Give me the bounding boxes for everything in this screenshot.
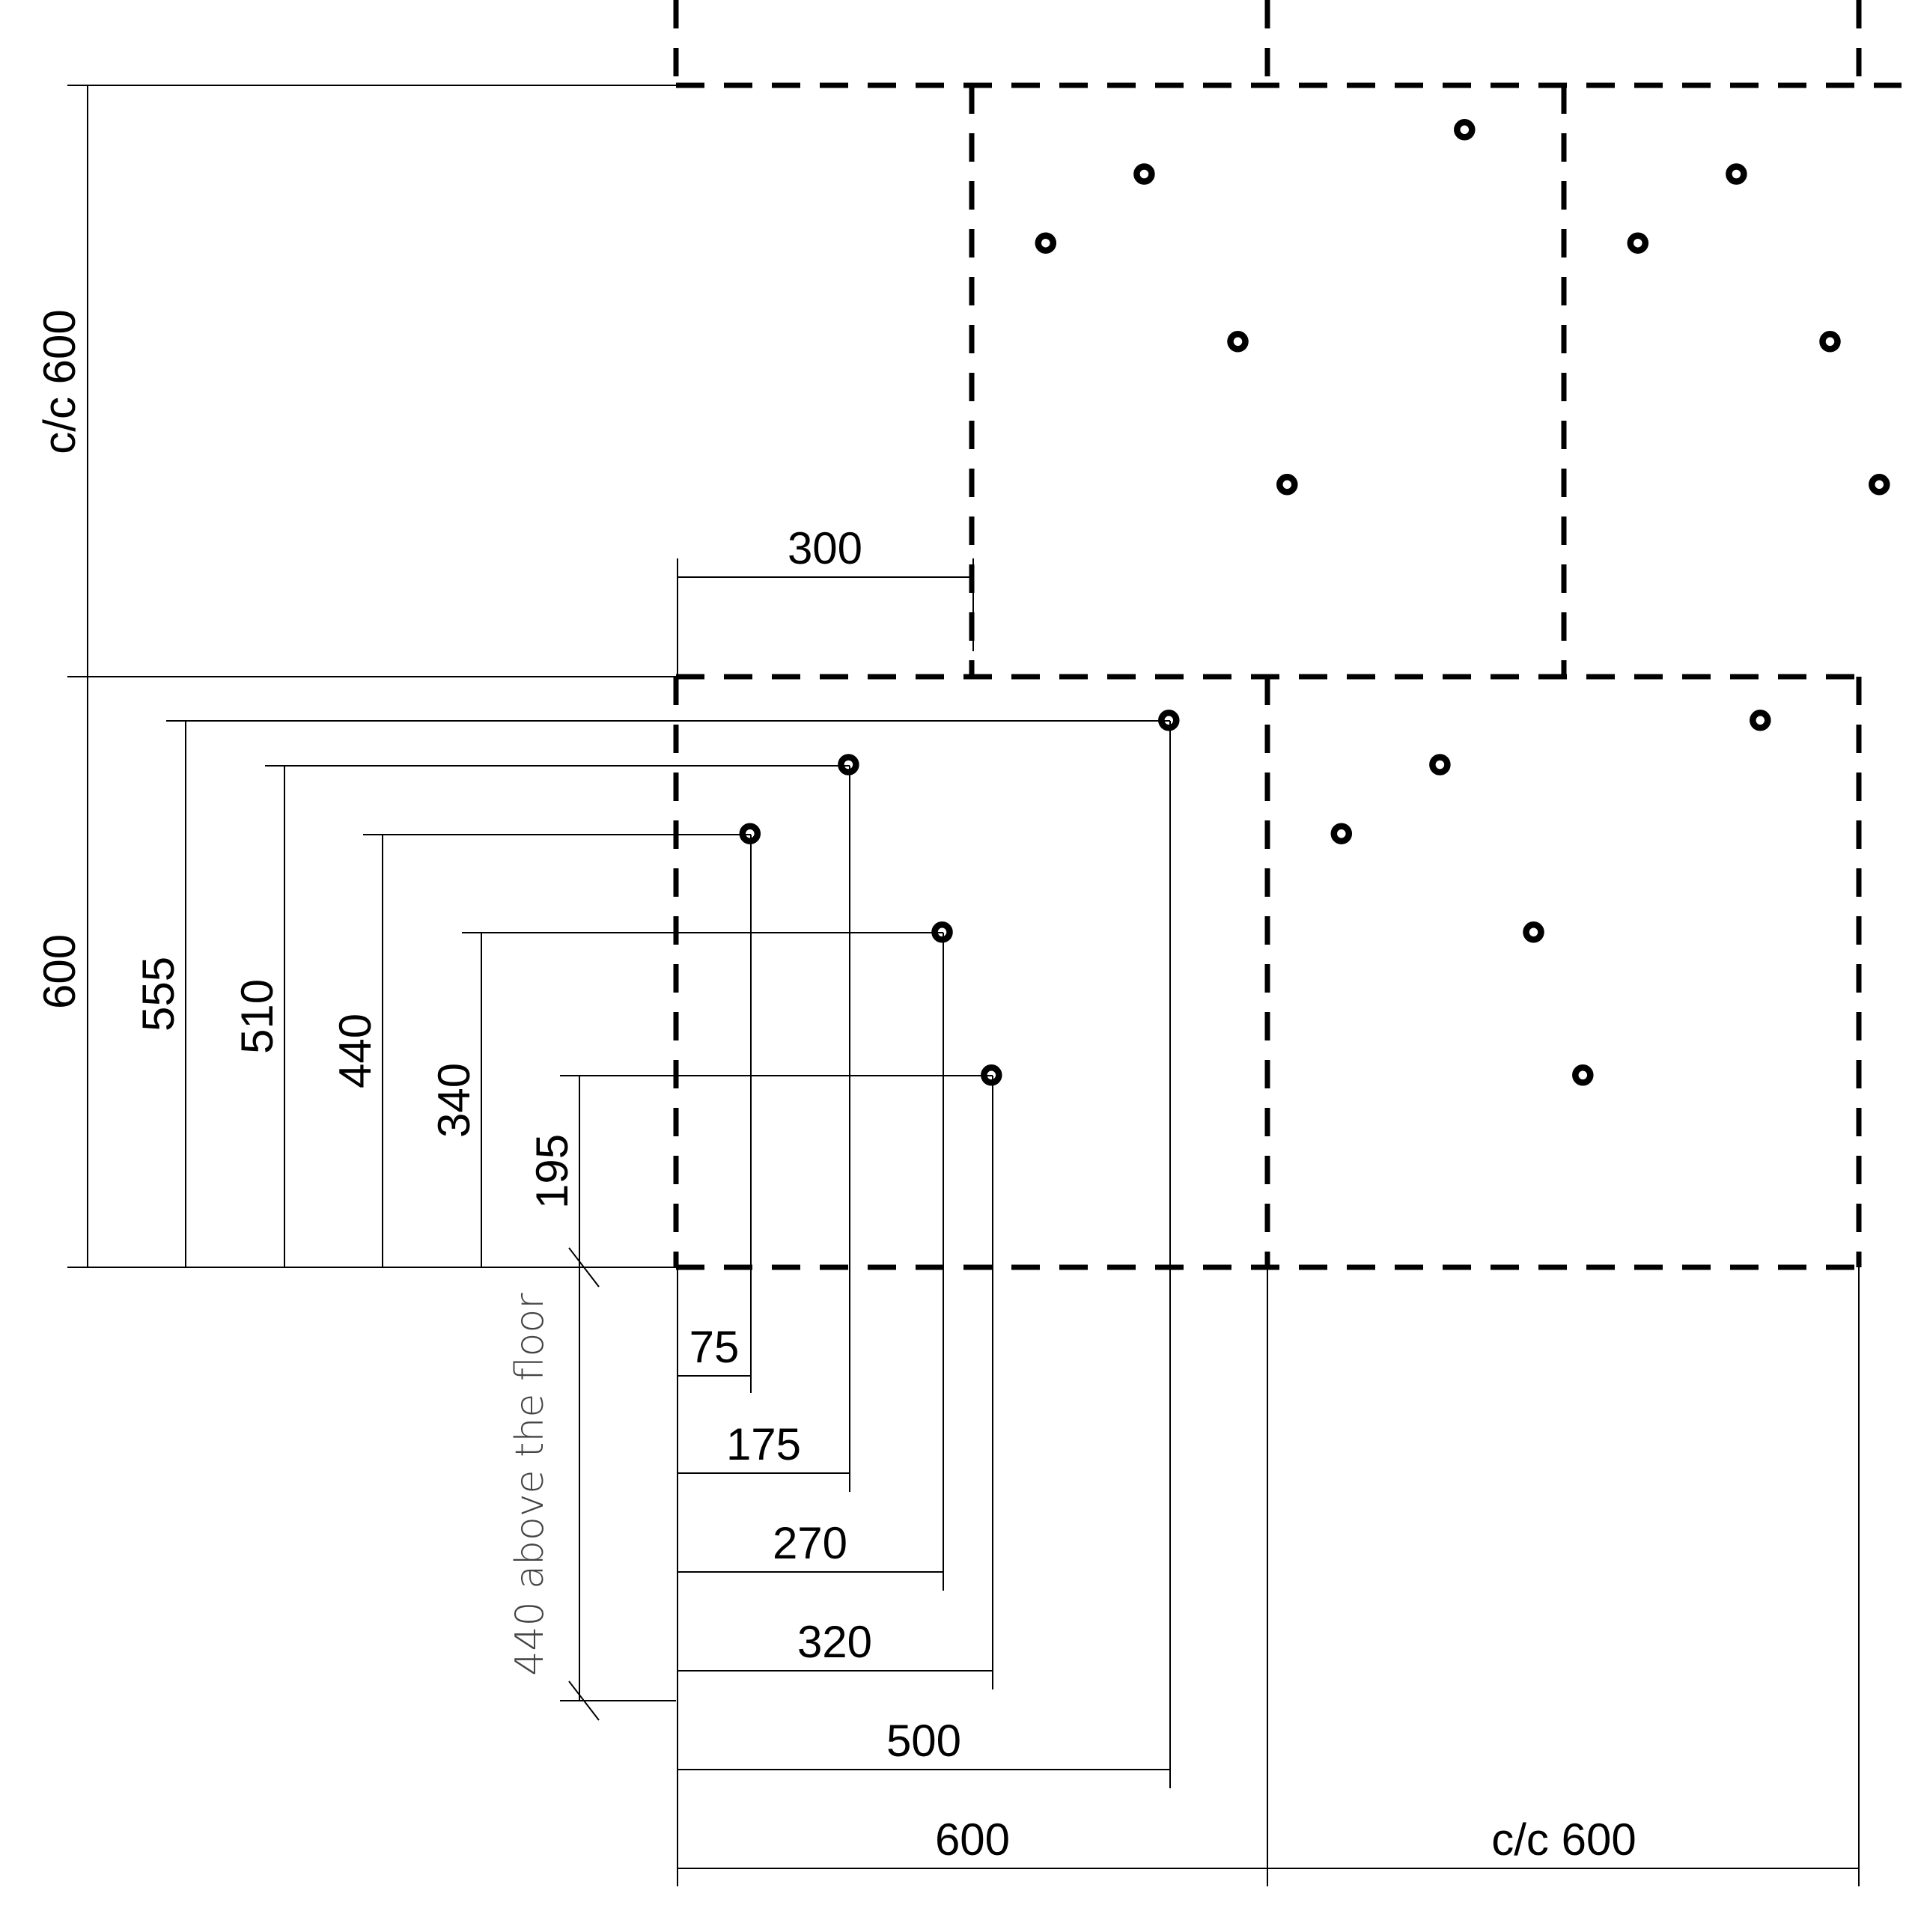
panel-bottom-right-hole-5 <box>1750 710 1771 731</box>
label-340: 340 <box>429 1063 479 1138</box>
panel-bottom-left-hole-2 <box>838 754 859 775</box>
dimension-lines <box>67 85 1860 1886</box>
panel-bottom-right-hole-1 <box>1330 823 1353 844</box>
panel-mid-right-hole-2 <box>1726 163 1747 185</box>
panel-mid-right-hole-1 <box>1627 232 1649 254</box>
label-300: 300 <box>788 523 862 573</box>
panel-mid-left-hole-2 <box>1133 163 1155 185</box>
panel-bottom-right-hole-4 <box>1572 1064 1594 1086</box>
label-320: 320 <box>797 1617 872 1667</box>
holes <box>739 119 1890 1086</box>
dimension-labels: c/c 600 600 555 510 440 340 195 440 abov… <box>34 309 1636 1865</box>
label-175: 175 <box>726 1419 801 1469</box>
panel-mid-left-hole-5 <box>1454 119 1476 141</box>
label-510: 510 <box>232 979 282 1054</box>
panel-mid-right-hole-3 <box>1819 331 1841 353</box>
panel-mid-left-hole-3 <box>1227 331 1249 353</box>
label-440: 440 <box>330 1014 380 1088</box>
panel-bottom-right-hole-2 <box>1429 754 1451 775</box>
label-floor-note: 440 above the floor <box>508 1293 552 1676</box>
panel-outlines <box>673 0 1902 1270</box>
label-195: 195 <box>527 1134 577 1209</box>
dim-floor-tick-top <box>568 1247 600 1288</box>
label-left-600: 600 <box>34 934 85 1009</box>
panel-mid-right-hole-4 <box>1869 474 1890 496</box>
panel-mid-left-hole-4 <box>1276 474 1298 496</box>
label-left-cc: c/c 600 <box>34 309 85 454</box>
panel-mid-left-hole-1 <box>1035 232 1057 254</box>
label-bottom-cc: c/c 600 <box>1491 1814 1636 1865</box>
label-500: 500 <box>886 1716 961 1766</box>
panel-bottom-left-hole-1 <box>739 823 761 844</box>
label-bottom-600: 600 <box>935 1814 1010 1865</box>
panel-bottom-right-hole-3 <box>1523 921 1544 943</box>
label-270: 270 <box>773 1518 847 1568</box>
label-555: 555 <box>133 957 183 1031</box>
dim-floor-tick-bottom <box>568 1680 600 1721</box>
label-75: 75 <box>689 1322 740 1372</box>
